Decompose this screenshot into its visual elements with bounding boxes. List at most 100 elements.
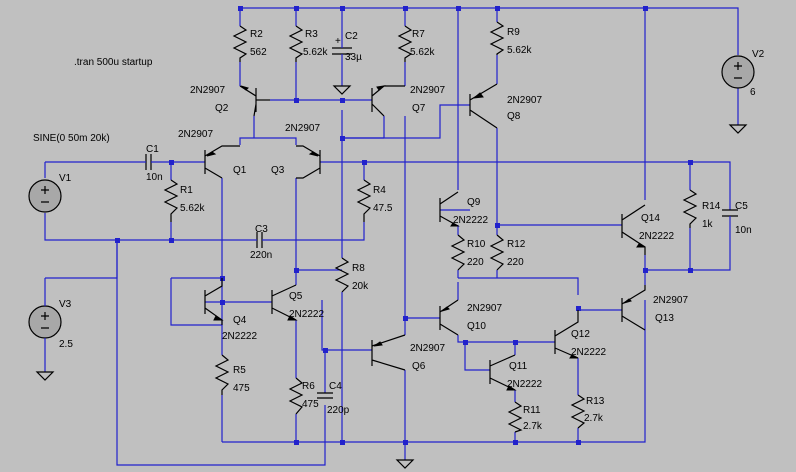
transistor-Q6 <box>371 334 406 371</box>
label-R10: R10 <box>467 239 486 250</box>
label-R3: R3 <box>305 29 318 40</box>
label-R10-value: 220 <box>467 257 484 268</box>
label-R14-value: 1k <box>702 219 714 230</box>
label-R6-value: 475 <box>302 399 319 410</box>
label-Q8: Q8 <box>507 111 521 122</box>
junctions <box>115 6 693 445</box>
label-C4-value: 220p <box>327 405 350 416</box>
label-Q6-type: 2N2907 <box>410 343 445 354</box>
label-V1: V1 <box>59 173 72 184</box>
label-Q14: Q14 <box>641 213 660 224</box>
labels: .tran 500u startup R2 562 R3 5.62k + C2 … <box>33 27 765 432</box>
label-C1: C1 <box>146 144 159 155</box>
label-Q2-type: 2N2907 <box>190 85 225 96</box>
label-R5-value: 475 <box>233 383 250 394</box>
label-C2: C2 <box>345 31 358 42</box>
directive: .tran 500u startup <box>74 57 153 68</box>
label-R7-value: 5.62k <box>410 47 435 58</box>
label-R11-value: 2.7k <box>523 421 543 432</box>
resistor-R7 <box>397 25 413 62</box>
label-Q6: Q6 <box>412 361 426 372</box>
resistor-R4 <box>356 179 372 222</box>
label-Q5: Q5 <box>289 291 303 302</box>
label-R7: R7 <box>412 29 425 40</box>
label-Q9: Q9 <box>467 197 481 208</box>
capacitor-C4 <box>317 392 333 399</box>
label-Q13-type: 2N2907 <box>653 295 688 306</box>
transistor-Q2 <box>239 85 270 117</box>
source-V2 <box>721 55 755 89</box>
label-C5: C5 <box>735 201 748 212</box>
label-Q1: Q1 <box>233 165 247 176</box>
label-R6: R6 <box>302 381 315 392</box>
label-V3: V3 <box>59 299 72 310</box>
label-R2-value: 562 <box>250 47 267 58</box>
resistor-R1 <box>163 179 179 222</box>
label-C2-plus: + <box>335 36 341 47</box>
ground-icon <box>728 124 748 134</box>
label-C3-value: 220n <box>250 250 272 261</box>
label-Q2: Q2 <box>215 103 229 114</box>
label-Q1-type: 2N2907 <box>178 129 213 140</box>
resistor-R9 <box>489 21 505 55</box>
resistor-R8 <box>334 257 350 293</box>
label-Q10-type: 2N2907 <box>467 303 502 314</box>
resistor-R3 <box>288 25 304 62</box>
label-R9: R9 <box>507 27 520 38</box>
label-Q11: Q11 <box>509 361 528 372</box>
label-Q7-type: 2N2907 <box>410 85 445 96</box>
label-V2-value: 6 <box>750 87 756 98</box>
transistor-Q4 <box>204 278 224 325</box>
transistor-Q7 <box>371 85 405 117</box>
label-R14: R14 <box>702 201 721 212</box>
grounds <box>35 85 748 469</box>
label-C4: C4 <box>329 381 342 392</box>
transistor-Q9 <box>439 191 460 227</box>
capacitors <box>140 40 738 399</box>
transistor-Q12 <box>554 310 579 359</box>
label-C2-value: 33µ <box>345 52 362 63</box>
label-Q9-type: 2N2222 <box>453 215 488 226</box>
label-R4-value: 47.5 <box>373 203 393 214</box>
label-C5-value: 10n <box>735 225 752 236</box>
transistor-Q1 <box>204 145 240 179</box>
label-R13: R13 <box>586 396 605 407</box>
label-Q11-type: 2N2222 <box>507 379 542 390</box>
label-R13-value: 2.7k <box>584 413 604 424</box>
label-Q10: Q10 <box>467 321 486 332</box>
label-R12-value: 220 <box>507 257 524 268</box>
source-V3 <box>28 305 62 339</box>
ground-icon <box>395 459 415 469</box>
resistor-R5 <box>214 354 230 395</box>
resistors <box>163 21 698 433</box>
label-R11: R11 <box>523 405 541 416</box>
label-V3-value: 2.5 <box>59 339 73 350</box>
label-Q8-type: 2N2907 <box>507 95 542 106</box>
resistor-R13 <box>570 394 586 429</box>
label-R1: R1 <box>180 185 193 196</box>
label-Q5-type: 2N2222 <box>289 309 324 320</box>
transistor-Q3 <box>296 145 321 179</box>
label-Q3: Q3 <box>271 165 285 176</box>
resistor-R10 <box>450 234 466 271</box>
label-Q14-type: 2N2222 <box>639 231 674 242</box>
label-R1-value: 5.62k <box>180 203 205 214</box>
label-sine: SINE(0 50m 20k) <box>33 133 110 144</box>
ground-icon <box>35 371 55 381</box>
label-Q12: Q12 <box>571 329 590 340</box>
label-Q3-type: 2N2907 <box>285 123 320 134</box>
transistor-Q11 <box>489 354 517 391</box>
label-Q4-type: 2N2222 <box>222 331 257 342</box>
label-R4: R4 <box>373 185 386 196</box>
transistor-Q10 <box>439 299 459 336</box>
label-R12: R12 <box>507 239 526 250</box>
transistor-Q5 <box>271 284 298 321</box>
resistor-R2 <box>232 25 248 62</box>
ground-icon <box>332 85 352 95</box>
label-R5: R5 <box>233 365 246 376</box>
source-V1 <box>28 179 62 213</box>
label-Q4: Q4 <box>233 315 247 326</box>
transistor-Q14 <box>621 204 646 255</box>
